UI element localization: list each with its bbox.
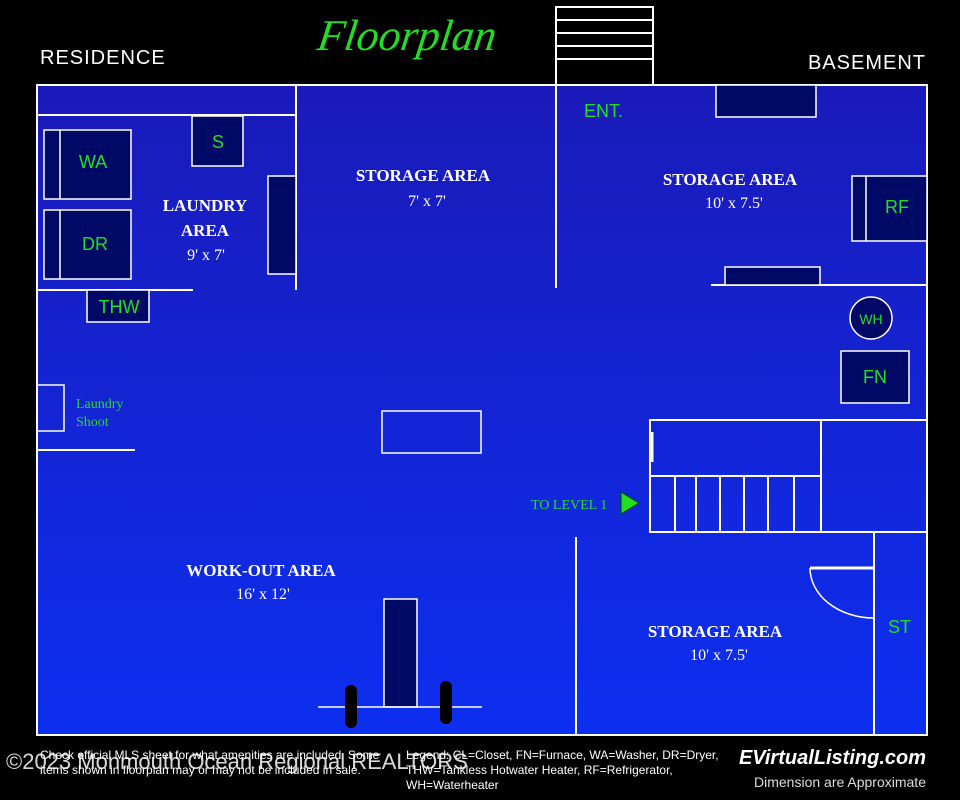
dryer-label: DR <box>82 234 108 254</box>
to-level-arrow-icon <box>620 491 640 515</box>
storage-bottom-right-dim: 10' x 7.5' <box>690 647 748 664</box>
storage-shelf-top <box>715 84 817 118</box>
barbell-station <box>318 598 482 728</box>
tankless-heater-label: THW <box>99 297 140 317</box>
basement-label: BASEMENT <box>807 52 926 74</box>
to-level-label: TO LEVEL 1 <box>531 498 607 513</box>
workout-bench <box>381 410 482 454</box>
stair-closet-label: ST <box>888 617 911 637</box>
water-heater-label: WH <box>859 311 882 327</box>
interior-stairs <box>649 419 928 533</box>
door-swing <box>809 566 875 619</box>
laundry-name-1: LAUNDRY <box>163 196 247 215</box>
legend-text: Legend: CL=Closet, FN=Furnace, WA=Washer… <box>406 748 736 793</box>
storage-center-dim: 7' x 7' <box>408 193 446 210</box>
entrance-label: ENT. <box>584 101 623 121</box>
disclaimer-text: Check official MLS sheet for what amenit… <box>40 748 380 777</box>
brand-name: EVirtualListing.com <box>738 747 926 769</box>
laundry-dim: 9' x 7' <box>187 247 225 264</box>
laundry-cabinet <box>267 175 297 275</box>
laundry-shoot-label-2: Shoot <box>76 415 109 430</box>
workout-dim: 16' x 12' <box>236 586 290 603</box>
washer: WA <box>43 129 132 200</box>
basement-floor <box>36 84 928 736</box>
tankless-heater: THW <box>86 289 150 323</box>
furnace: FN <box>840 350 910 404</box>
refrigerator-label: RF <box>885 197 909 217</box>
legend-line-2: THW=Tankless Hotwater Heater, RF=Refrige… <box>406 763 673 777</box>
copyright-watermark: ©2023 Monmouth Ocean Regional REALTORS <box>6 749 468 774</box>
sink-label: S <box>212 132 224 152</box>
dimension-note: Dimension are Approximate <box>754 774 926 790</box>
legend-line-3: WH=Waterheater <box>406 778 499 792</box>
storage-center-name: STORAGE AREA <box>356 166 491 185</box>
workout-name: WORK-OUT AREA <box>186 561 336 580</box>
storage-top-right-dim: 10' x 7.5' <box>705 195 763 212</box>
storage-bottom-right-name: STORAGE AREA <box>648 622 783 641</box>
refrigerator: RF <box>851 175 928 242</box>
laundry-name-2: AREA <box>181 221 230 240</box>
sink: S <box>191 115 244 167</box>
residence-label: RESIDENCE <box>40 47 166 69</box>
dryer: DR <box>43 209 132 280</box>
entrance-stairs <box>555 6 654 86</box>
water-heater: WH <box>849 296 893 340</box>
laundry-shoot-label-1: Laundry <box>76 397 123 412</box>
washer-label: WA <box>79 152 107 172</box>
furnace-label: FN <box>863 367 887 387</box>
storage-top-right-name: STORAGE AREA <box>663 170 798 189</box>
laundry-shoot-box <box>36 384 65 432</box>
legend-line-1: Legend: CL=Closet, FN=Furnace, WA=Washer… <box>406 748 719 762</box>
storage-shelf-bottom <box>724 266 821 286</box>
